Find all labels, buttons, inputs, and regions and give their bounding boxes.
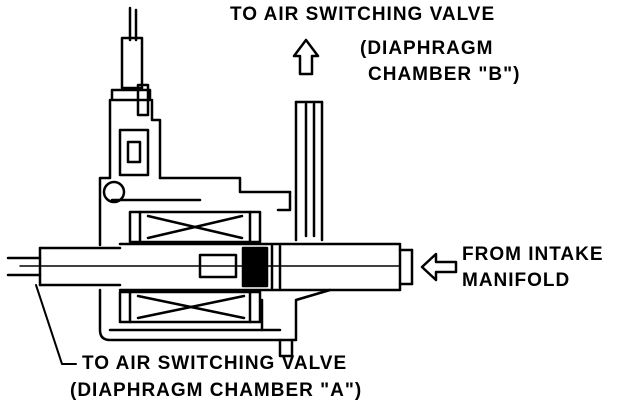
label-to-air-switching-valve-a: TO AIR SWITCHING VALVE <box>82 353 348 374</box>
upper-coil <box>128 210 262 244</box>
diaphragm <box>241 246 269 288</box>
main-tube <box>6 242 414 292</box>
lower-housing <box>98 288 332 358</box>
label-to-air-switching-valve-b: TO AIR SWITCHING VALVE <box>230 4 496 25</box>
label-diaphragm-chamber-a: (DIAPHRAGM CHAMBER "A") <box>70 380 363 401</box>
label-from-intake: FROM INTAKE <box>462 244 604 265</box>
arrow-up-icon <box>292 38 320 76</box>
outlet-port-b <box>276 100 324 242</box>
label-diaphragm-b: (DIAPHRAGM <box>360 38 494 59</box>
leader-line-chamber-a <box>35 284 77 365</box>
arrow-left-icon <box>420 252 458 282</box>
label-chamber-b: CHAMBER "B") <box>368 64 521 85</box>
label-manifold: MANIFOLD <box>462 270 571 291</box>
lower-coil <box>118 290 262 324</box>
upper-housing <box>98 88 292 247</box>
